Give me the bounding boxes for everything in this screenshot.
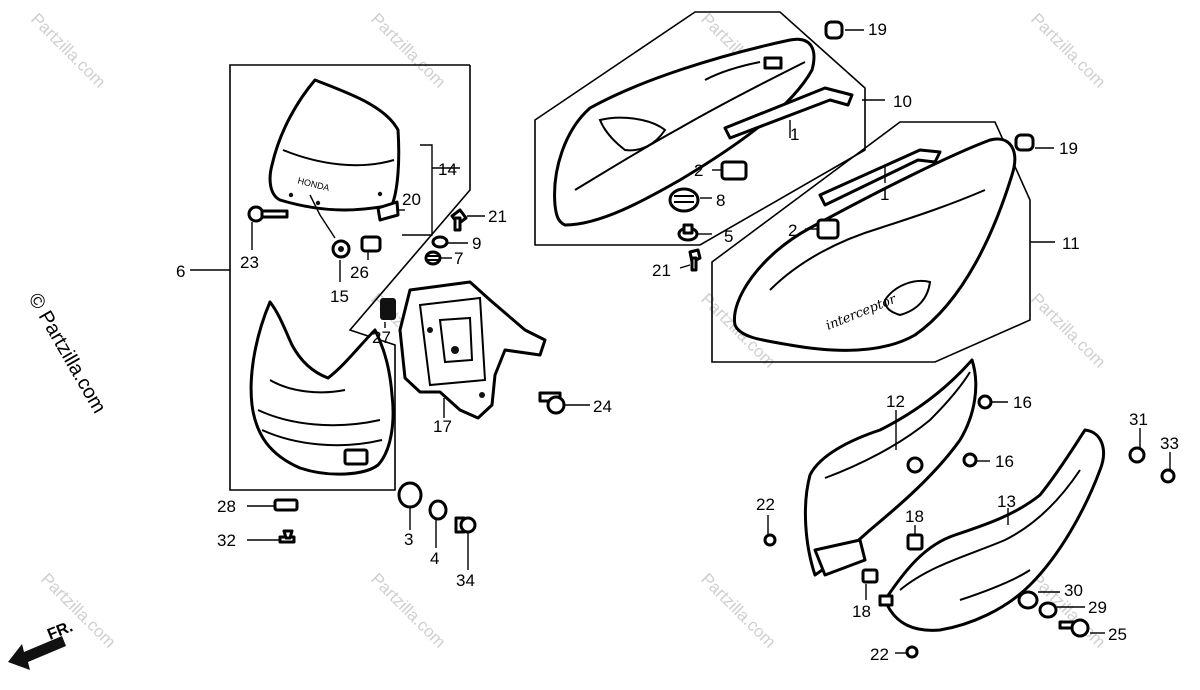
callout-label: 28 bbox=[217, 497, 236, 516]
watermark-text: Partzilla.com bbox=[697, 569, 779, 651]
stay-bracket bbox=[398, 280, 547, 420]
callout-label: 32 bbox=[217, 531, 236, 550]
callout-label: 9 bbox=[472, 234, 481, 253]
callout-label: 5 bbox=[724, 227, 733, 246]
callout-label: 6 bbox=[176, 262, 185, 281]
windscreen: HONDA bbox=[268, 78, 401, 212]
callout-label: 1 bbox=[880, 185, 889, 204]
front-direction-indicator: FR. bbox=[8, 618, 75, 670]
watermark-text: Partzilla.com bbox=[367, 9, 449, 91]
callout-label: 29 bbox=[1088, 598, 1107, 617]
callout-label: 20 bbox=[402, 190, 421, 209]
windscreen-group-frame bbox=[229, 64, 471, 491]
callout-label: 13 bbox=[997, 492, 1016, 511]
callout-label: 1 bbox=[790, 125, 799, 144]
watermark-text: Partzilla.com bbox=[367, 569, 449, 651]
callout-label: 15 bbox=[330, 287, 349, 306]
callout-label: 7 bbox=[454, 249, 463, 268]
callout-label: 10 bbox=[893, 92, 912, 111]
callout-label: 18 bbox=[852, 602, 871, 621]
callout-label: 3 bbox=[404, 530, 413, 549]
callout-label: 17 bbox=[433, 417, 452, 436]
watermark-text: Partzilla.com bbox=[27, 9, 109, 91]
callout-label: 30 bbox=[1064, 581, 1083, 600]
front-cowl-inner bbox=[249, 300, 395, 476]
callout-label: 26 bbox=[350, 263, 369, 282]
callout-label: 22 bbox=[870, 645, 889, 664]
callout-label: 11 bbox=[1062, 234, 1080, 253]
callout-label: 19 bbox=[868, 20, 887, 39]
callout-label: 24 bbox=[593, 397, 612, 416]
watermark-text: Partzilla.com bbox=[1027, 9, 1109, 91]
watermark-side-text: © Partzilla.com bbox=[24, 290, 110, 418]
hardware bbox=[247, 20, 1176, 659]
callout-label: 23 bbox=[240, 253, 259, 272]
left-under-cowl bbox=[803, 358, 978, 577]
right-trim-strip bbox=[818, 148, 942, 207]
watermark-text: Partzilla.com bbox=[1027, 289, 1109, 371]
callout-label: 21 bbox=[488, 207, 507, 226]
callout-label: 16 bbox=[1013, 393, 1032, 412]
callout-label: 22 bbox=[756, 495, 775, 514]
callout-label: 27 bbox=[372, 328, 391, 347]
right-middle-cowl: interceptor bbox=[732, 137, 1017, 352]
left-cowl-group-frame bbox=[534, 11, 866, 246]
callout-label: 2 bbox=[788, 221, 797, 240]
callout-label: 12 bbox=[886, 392, 905, 411]
callout-label: 21 bbox=[652, 261, 671, 280]
callout-label: 19 bbox=[1059, 139, 1078, 158]
right-under-cowl bbox=[878, 428, 1105, 632]
callout-label: 33 bbox=[1160, 434, 1179, 453]
right-cowl-group-frame bbox=[711, 121, 1031, 363]
front-arrow-icon bbox=[8, 636, 66, 670]
callout-label: 2 bbox=[694, 161, 703, 180]
callout-label: 34 bbox=[456, 571, 475, 590]
callout-label: 4 bbox=[430, 549, 439, 568]
callout-label: 31 bbox=[1129, 410, 1148, 429]
left-middle-cowl bbox=[553, 37, 816, 227]
front-direction-label: FR. bbox=[45, 618, 75, 643]
callout-label: 16 bbox=[995, 452, 1014, 471]
callout-label: 8 bbox=[716, 191, 725, 210]
callout-label: 18 bbox=[905, 507, 924, 526]
callout-label: 14 bbox=[438, 160, 457, 179]
left-trim-strip bbox=[723, 86, 854, 140]
leader-lines bbox=[190, 29, 1171, 654]
callout-labels: 1 1 2 2 3 4 5 6 7 8 9 10 11 12 13 14 15 … bbox=[176, 20, 1179, 664]
callout-label: 25 bbox=[1108, 625, 1127, 644]
